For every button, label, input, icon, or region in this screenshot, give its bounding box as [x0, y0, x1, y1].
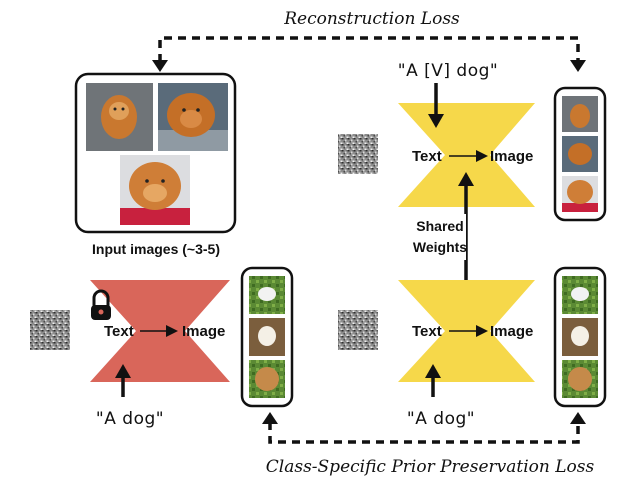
- finetuned-bottom-text-label: Text: [412, 323, 442, 340]
- finetuned-bottom-image-label: Image: [490, 323, 533, 340]
- prior-preservation-connector: [262, 412, 586, 444]
- prompt-top-right: "A [V] dog": [398, 61, 498, 81]
- finetuned-top-text-label: Text: [412, 148, 442, 165]
- shared-weights-label-bg: [414, 214, 466, 260]
- reconstruction-loss-title: Reconstruction Loss: [283, 9, 460, 29]
- finetuned-model-top: [398, 103, 535, 207]
- input-images-box: [74, 72, 237, 234]
- lock-icon: [91, 289, 111, 320]
- noise-input-bottom-left: [30, 310, 70, 350]
- prompt-bottom-right: "A dog": [407, 409, 475, 429]
- output-images-bottom-right-box: [553, 266, 607, 408]
- prompt-arrow-bottom-right-head: [425, 364, 441, 378]
- reconstruction-loss-connector: [152, 36, 586, 72]
- input-images-label: Input images (~3-5): [92, 241, 220, 257]
- output-images-bottom-left-box: [240, 266, 294, 408]
- noise-input-bottom-right: [338, 310, 378, 350]
- prompt-bottom-left: "A dog": [96, 409, 164, 429]
- finetuned-top-image-label: Image: [490, 148, 533, 165]
- prior-preservation-title: Class-Specific Prior Preservation Loss: [266, 457, 595, 477]
- frozen-image-label: Image: [182, 323, 225, 340]
- prompt-arrow-bottom-left-head: [115, 364, 131, 378]
- input-image-2: [158, 83, 228, 151]
- noise-input-top: [338, 134, 378, 174]
- frozen-text-label: Text: [104, 323, 134, 340]
- input-image-3: [120, 155, 190, 225]
- output-images-top-box: [553, 86, 607, 222]
- prompt-arrow-top-head: [428, 114, 444, 128]
- input-image-1: [86, 83, 153, 151]
- shared-weights-label-line1: Shared: [416, 218, 463, 234]
- shared-weights-label-line2: Weights: [413, 239, 467, 255]
